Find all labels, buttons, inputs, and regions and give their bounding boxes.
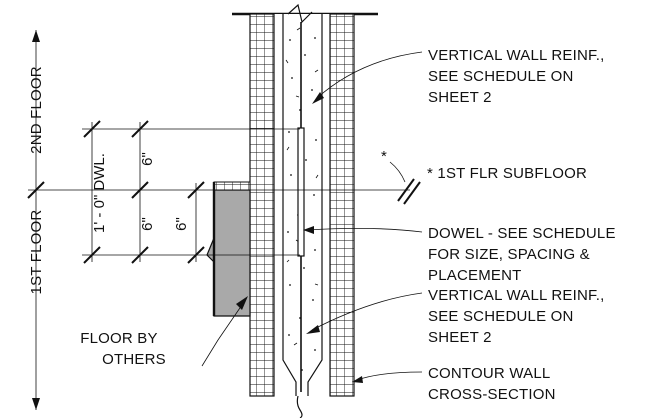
contour-wall-label: CONTOUR WALL CROSS-SECTION: [428, 365, 556, 403]
lower-6in-label: 6": [139, 217, 156, 231]
axis-floor-tick: [27, 181, 45, 199]
leader-floor-by-others: [201, 301, 245, 367]
arrow-dowel: [303, 226, 314, 234]
subfloor-leader: [389, 161, 406, 183]
dowel-length-label: 1' - 0" DWL.: [91, 153, 108, 233]
subfloor-label: * 1ST FLR SUBFLOOR: [427, 165, 587, 182]
leader-contour-wall: [356, 371, 423, 381]
side-6in-label: 6": [173, 217, 190, 231]
subfloor-tick-a: [397, 178, 415, 202]
leader-vertical-reinf-bottom: [311, 292, 423, 331]
right-grid-band: [329, 13, 355, 397]
leader-dowel: [307, 228, 423, 233]
subfloor-hatch: [213, 181, 251, 191]
leader-vertical-reinf-top: [316, 51, 423, 99]
arrow-floor-by-others: [236, 296, 248, 310]
arrow-vertical-reinf-bottom: [306, 325, 320, 334]
floor-by-others-label: FLOOR BY OTHERS: [80, 330, 166, 368]
left-grid-band: [249, 13, 275, 397]
first-floor-label: 1ST FLOOR: [28, 210, 45, 295]
dimension-ticks: [83, 120, 205, 264]
subfloor-asterisk: *: [381, 148, 387, 165]
bottom-break-mark: [296, 395, 303, 418]
vertical-reinf-top-label: VERTICAL WALL REINF., SEE SCHEDULE ON SH…: [428, 47, 609, 106]
subfloor-tick-b: [403, 181, 421, 205]
upper-6in-label: 6": [139, 152, 156, 166]
concrete-right-edge: [307, 14, 323, 396]
vertical-reinf-bottom-label: VERTICAL WALL REINF., SEE SCHEDULE ON SH…: [428, 287, 609, 346]
second-floor-label: 2ND FLOOR: [28, 66, 45, 154]
dowel-bar: [297, 127, 305, 257]
axis-arrow-top: [32, 30, 40, 42]
concrete-left-edge: [282, 14, 297, 396]
top-break-mark: [287, 3, 313, 24]
axis-arrow-bottom: [32, 398, 40, 410]
arrow-vertical-reinf-top: [312, 92, 324, 104]
dowel-label: DOWEL - SEE SCHEDULE FOR SIZE, SPACING &…: [428, 225, 620, 284]
arrow-contour-wall: [352, 376, 363, 383]
